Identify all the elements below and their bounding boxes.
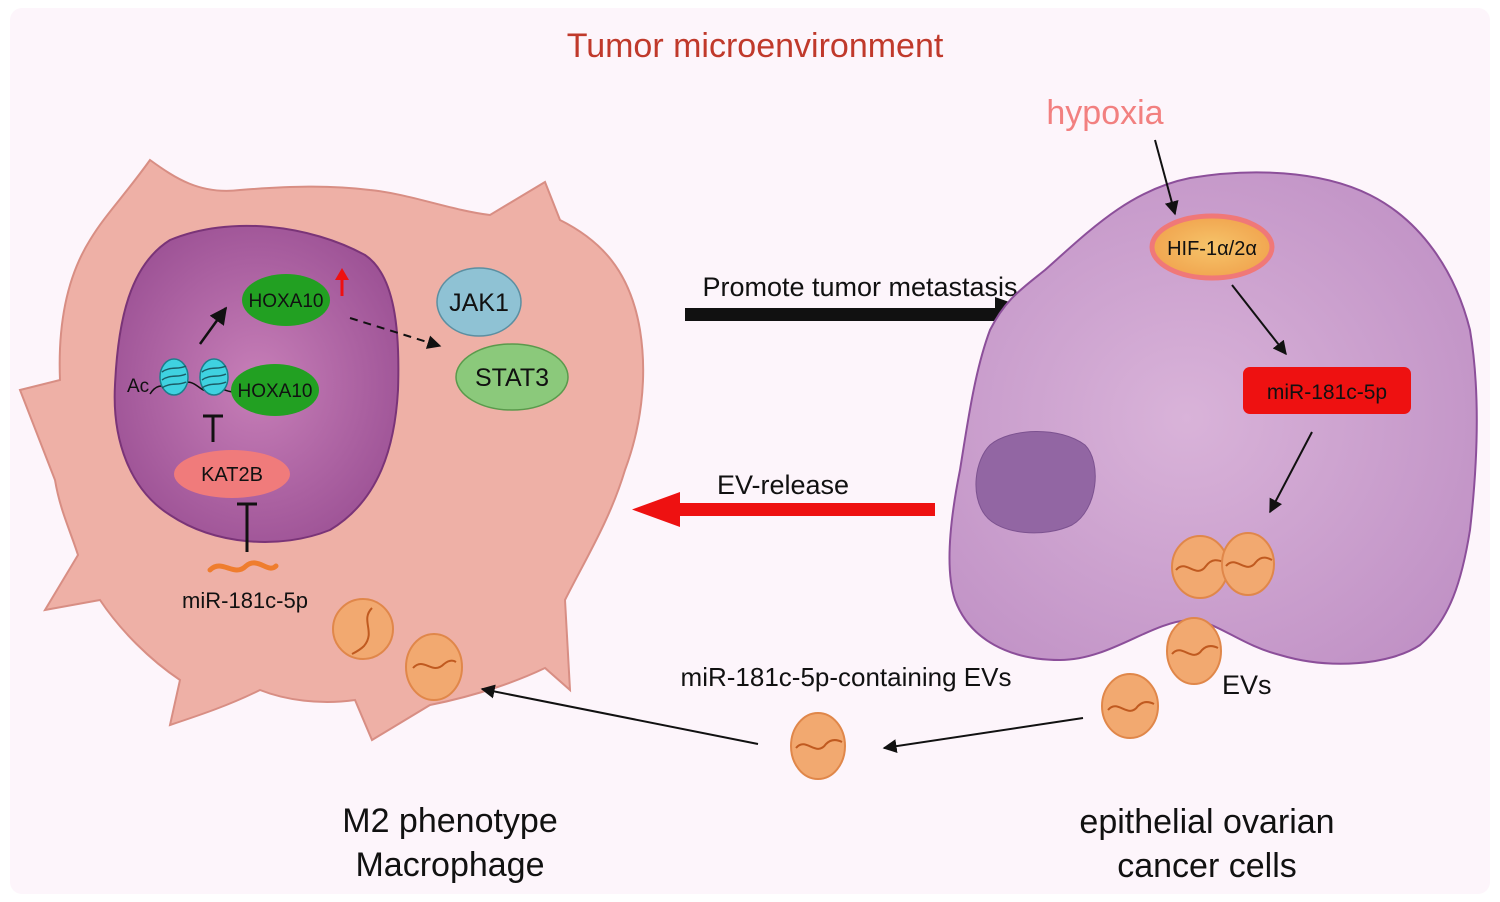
kat2b-label: KAT2B — [201, 464, 263, 486]
promote-arrow-label: Promote tumor metastasis — [702, 272, 1017, 302]
diagram-title: Tumor microenvironment — [567, 27, 944, 65]
evs-transit-arrow-right — [882, 717, 1084, 754]
ev-vesicle-icon — [1171, 535, 1229, 599]
hypoxia-label: hypoxia — [1046, 94, 1163, 132]
release-arrow-shaft — [675, 503, 935, 516]
hoxa10-top-label: HOXA10 — [249, 291, 324, 312]
cancer-cell — [948, 171, 1478, 665]
macrophage-mirna-label: miR-181c-5p — [182, 588, 308, 613]
hif-node — [1149, 213, 1275, 281]
macrophage-caption-line2: Macrophage — [355, 846, 544, 884]
cancer-nucleus — [975, 431, 1096, 534]
upregulation-arrowhead-icon — [335, 268, 349, 280]
jak1-label: JAK1 — [449, 289, 509, 317]
cancer-mirna-box — [1243, 367, 1411, 414]
ev-vesicle-icon — [332, 598, 394, 660]
jak1-node — [436, 267, 522, 337]
ev-vesicle-icon — [405, 633, 463, 701]
macrophage-caption-line1: M2 phenotype — [342, 802, 558, 840]
mirna-to-ev-arrow — [1269, 431, 1313, 514]
evs-label: EVs — [1222, 670, 1272, 700]
mirna-squiggle-icon — [207, 560, 279, 573]
stat3-label: STAT3 — [475, 364, 549, 392]
containing-evs-label: miR-181c-5p-containing EVs — [681, 662, 1012, 692]
hoxa10-bottom-label: HOXA10 — [238, 381, 313, 402]
promote-arrow-shaft — [685, 308, 1000, 321]
cancer-mirna-label: miR-181c-5p — [1267, 381, 1387, 404]
evs-transit-arrow-left — [480, 684, 759, 745]
hypoxia-arrow — [1154, 139, 1179, 216]
ev-vesicle-icon — [1221, 532, 1275, 596]
nucleosome-icon — [159, 358, 189, 396]
cancer-caption-line1: epithelial ovarian — [1079, 803, 1334, 841]
ev-vesicle-icon — [1101, 673, 1159, 739]
ev-vesicle-icon — [1166, 617, 1222, 685]
expression-arrow — [198, 306, 228, 345]
release-arrowhead-icon — [632, 492, 680, 527]
stat3-node — [455, 343, 569, 411]
nucleosome-icon — [199, 358, 229, 396]
signaling-dashed-arrow — [349, 317, 442, 349]
release-arrow-label: EV-release — [717, 470, 849, 500]
hoxa10-top-node — [242, 274, 330, 326]
hif-to-mirna-arrow — [1231, 284, 1287, 356]
ev-vesicle-icon — [790, 712, 846, 780]
cancer-caption-line2: cancer cells — [1117, 847, 1297, 885]
acetylation-label: Ac — [127, 376, 149, 397]
hoxa10-bottom-node — [231, 364, 319, 416]
kat2b-node — [174, 450, 290, 498]
hif-label: HIF-1α/2α — [1167, 238, 1257, 260]
